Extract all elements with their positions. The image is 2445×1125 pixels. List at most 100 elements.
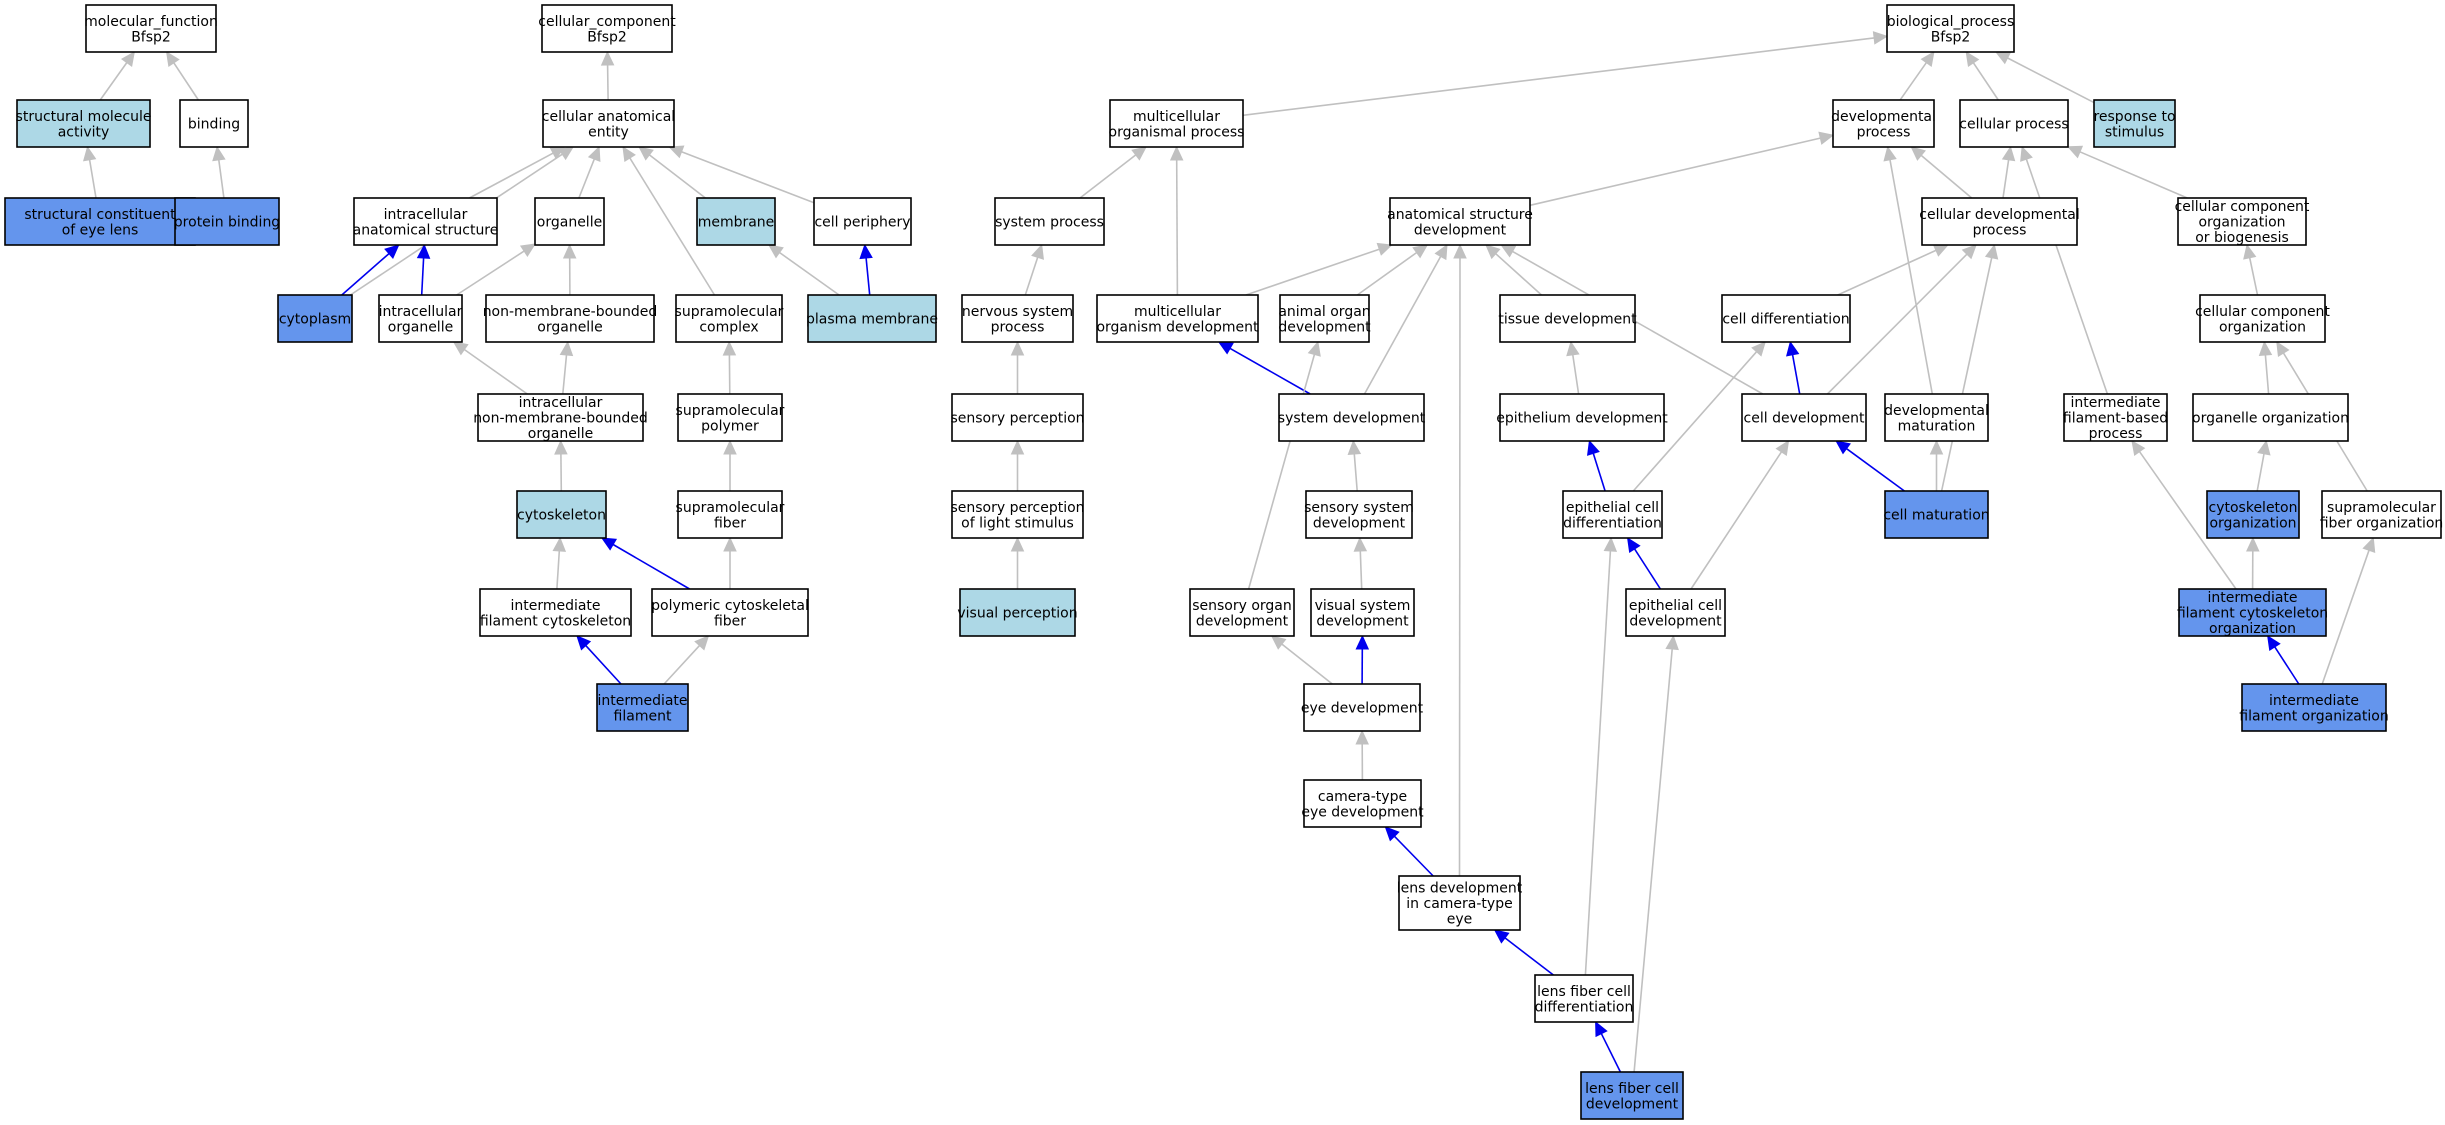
edge-binding-to-mf	[165, 51, 200, 101]
edge-eyedev-to-sod	[1270, 635, 1333, 685]
term-box	[353, 197, 498, 246]
term-node-cellproc[interactable]: cellular process	[1959, 99, 2069, 148]
edge-line	[1846, 448, 1905, 492]
term-node-cytoskeleton[interactable]: cytoskeleton	[516, 490, 607, 539]
term-node-celldev[interactable]: cell development	[1741, 393, 1867, 442]
term-label: differentiation	[1535, 999, 1634, 1015]
term-label: epithelium development	[1496, 411, 1668, 427]
term-box	[2206, 490, 2300, 539]
edge-line	[99, 62, 128, 101]
term-label: multicellular	[1134, 304, 1221, 320]
term-label: intracellular	[384, 207, 468, 223]
term-box	[1884, 490, 1989, 539]
term-node-pmem[interactable]: plasma membrane	[806, 294, 938, 343]
term-node-tissdev[interactable]: tissue development	[1498, 294, 1637, 343]
term-node-sysproc[interactable]: system process	[994, 197, 1105, 246]
edge-line	[456, 250, 525, 296]
edge-ssd-to-sysdev	[1347, 439, 1362, 492]
term-node-cperiph[interactable]: cell periphery	[813, 197, 912, 246]
edge-line	[612, 543, 691, 590]
term-label: intracellular	[379, 304, 463, 320]
term-node-pbind[interactable]: protein binding	[174, 197, 280, 246]
edge-line	[1633, 548, 1662, 590]
term-node-membrane[interactable]: membrane	[696, 197, 776, 246]
term-box	[677, 393, 783, 442]
edge-line	[2138, 451, 2237, 590]
edge-line	[1791, 354, 1801, 395]
term-label: filament	[614, 708, 672, 724]
term-node-epidev[interactable]: epithelium development	[1496, 393, 1668, 442]
term-label: process	[1973, 222, 2027, 238]
term-box	[174, 197, 280, 246]
arrowhead	[600, 50, 615, 66]
term-node-organelle[interactable]: organelle	[534, 197, 605, 246]
term-label: organelle	[537, 319, 602, 335]
term-node-inmbo[interactable]: intracellularnon-membrane-boundedorganel…	[473, 393, 648, 442]
arrowhead	[1603, 536, 1618, 552]
term-node-sysdev[interactable]: system development	[1278, 393, 1426, 442]
edge-line	[1633, 648, 1673, 1073]
edge-vsd-to-ssd	[1353, 536, 1368, 590]
term-node-sensp[interactable]: sensory perception	[950, 393, 1085, 442]
arrowhead	[638, 146, 654, 161]
edge-lfcdev-to-ecdev	[1633, 634, 1679, 1073]
term-node-eyedev[interactable]: eye development	[1301, 683, 1424, 732]
term-node-orgorg[interactable]: organelle organization	[2192, 393, 2349, 442]
term-label: activity	[58, 124, 110, 140]
term-node-cellmat[interactable]: cell maturation	[1883, 490, 1990, 539]
edge-line	[1175, 159, 1179, 296]
term-node-binding[interactable]: binding	[179, 99, 249, 148]
term-label: organization	[2219, 319, 2306, 335]
arrowhead	[1595, 1020, 1608, 1038]
term-node-celldiff[interactable]: cell differentiation	[1721, 294, 1851, 343]
term-label: supramolecular	[676, 500, 785, 516]
term-label: organization	[2209, 621, 2296, 637]
term-node-cytoplasm[interactable]: cytoplasm	[277, 294, 353, 343]
arrowhead	[1434, 243, 1448, 261]
term-node-visperc[interactable]: visual perception	[957, 588, 1078, 637]
edge-line	[1245, 248, 1380, 296]
